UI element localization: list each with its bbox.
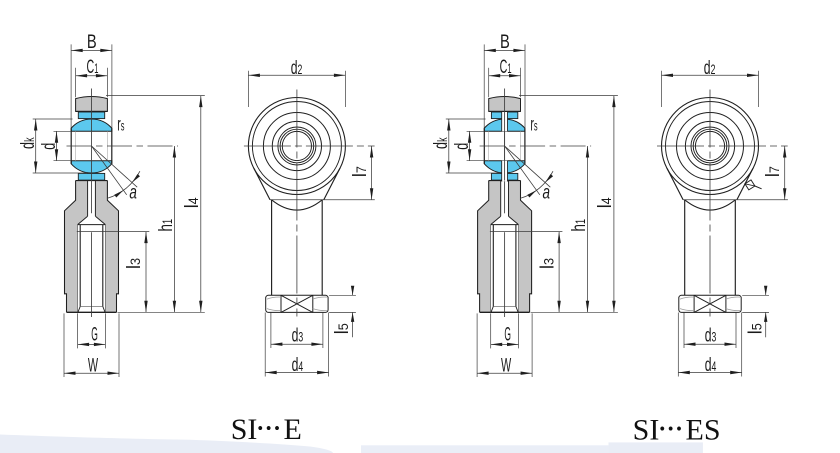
svg-text:l4: l4 — [182, 197, 203, 208]
svg-text:d3: d3 — [292, 325, 304, 346]
svg-text:W: W — [88, 356, 98, 377]
svg-text:l5: l5 — [332, 323, 353, 334]
svg-text:SI•••E: SI•••E — [231, 413, 302, 446]
svg-text:C1: C1 — [87, 57, 99, 78]
svg-text:G: G — [91, 325, 98, 346]
svg-text:a: a — [129, 182, 137, 203]
svg-text:h1: h1 — [156, 219, 177, 232]
svg-text:rs: rs — [117, 114, 124, 135]
svg-text:l7: l7 — [350, 166, 371, 177]
svg-text:B: B — [87, 32, 97, 53]
svg-text:d4: d4 — [292, 355, 304, 376]
svg-text:d: d — [39, 143, 60, 150]
svg-text:dk: dk — [18, 137, 39, 149]
svg-text:d2: d2 — [291, 58, 303, 79]
svg-text:l3: l3 — [124, 258, 145, 269]
